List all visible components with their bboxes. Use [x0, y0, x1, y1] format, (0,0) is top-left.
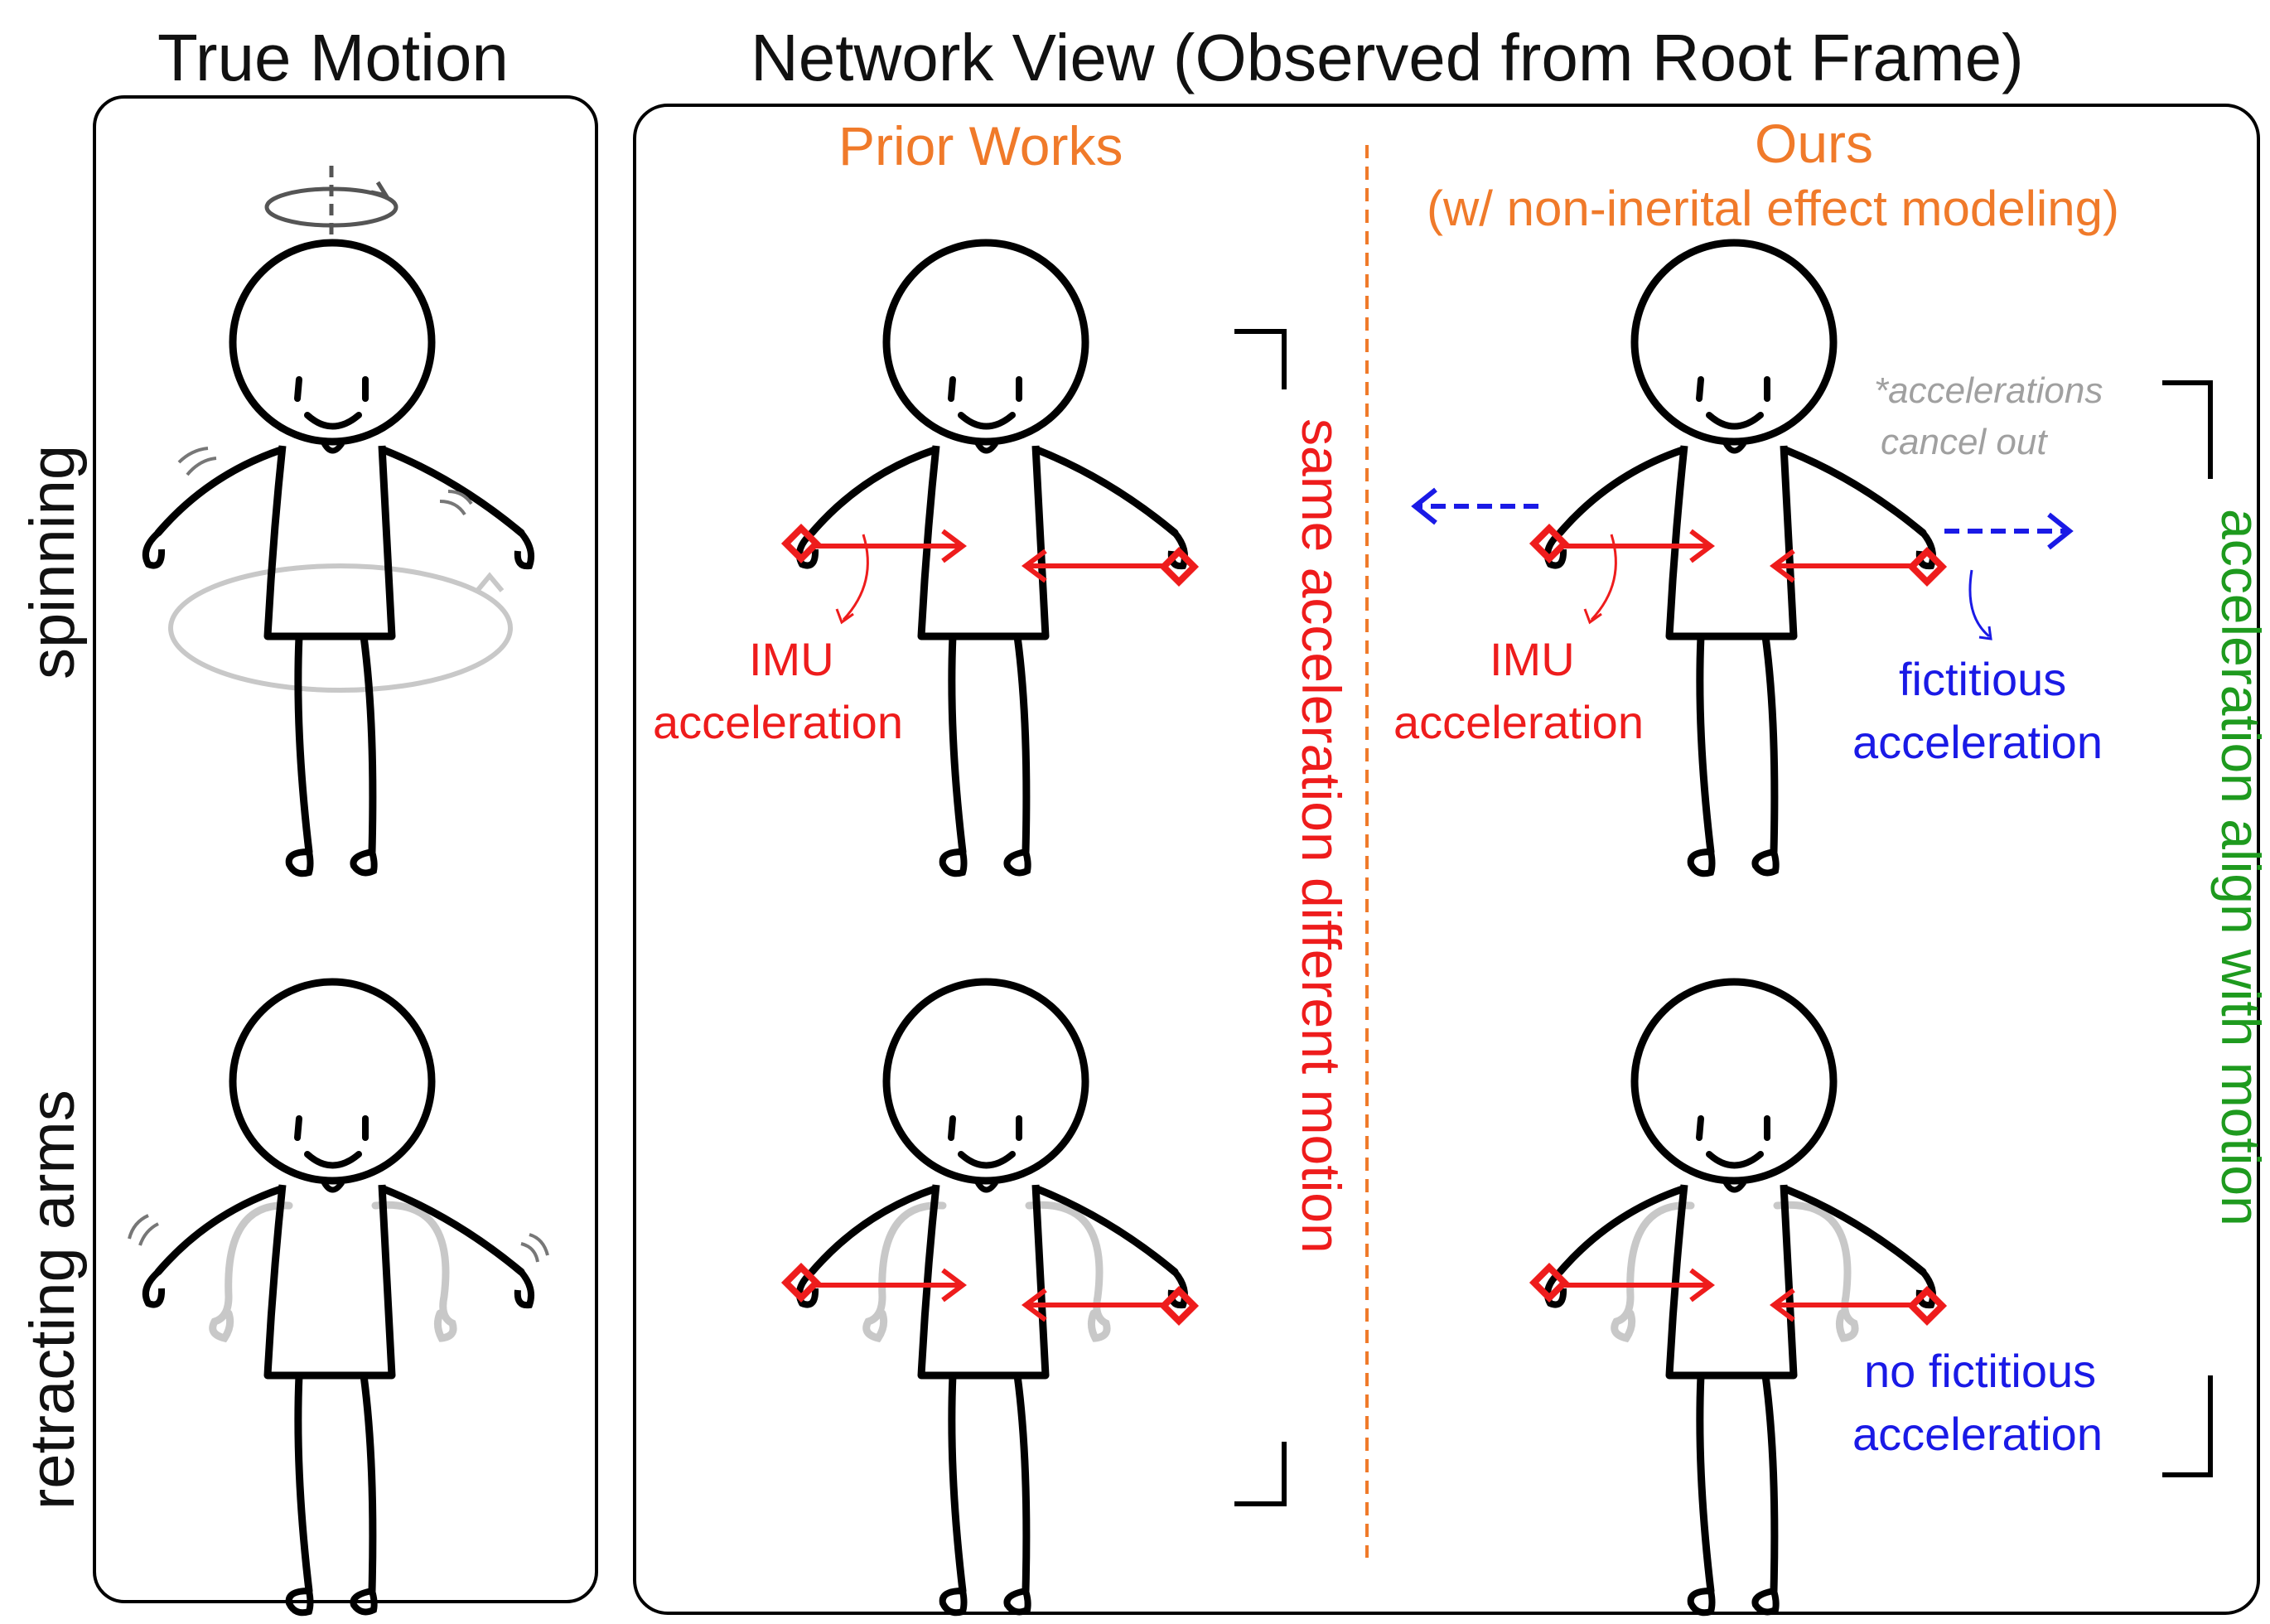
cancel-note-2: cancel out	[1881, 422, 2047, 462]
cancel-note-1: *accelerations	[1874, 370, 2103, 411]
no-fictitious-label-1: no fictitious	[1864, 1345, 2097, 1397]
fictitious-label-2: acceleration	[1852, 716, 2103, 768]
ours-bracket	[2162, 380, 2213, 479]
align-motion-label: acceleration align with motion	[2210, 509, 2270, 1226]
imu-label-ours-1: IMU	[1490, 633, 1575, 685]
figure-true-retracting	[128, 982, 549, 1612]
ours-title: Ours	[1755, 113, 1874, 174]
ours-subtitle: (w/ non-inerital effect modeling)	[1427, 181, 2119, 236]
figure-prior-retracting	[786, 982, 1195, 1612]
figure-ours-retracting	[1534, 982, 1943, 1612]
imu-label-prior-2: acceleration	[653, 696, 903, 748]
true-motion-panel	[93, 95, 598, 1603]
network-view-panel	[633, 104, 2260, 1615]
figure-prior-spinning	[786, 243, 1195, 873]
prior-bracket-bottom	[1234, 1442, 1287, 1506]
figure-true-spinning	[146, 243, 531, 873]
prior-bracket	[1234, 329, 1287, 389]
row-label-spinning: spinning	[17, 444, 88, 679]
ours-bracket-bottom	[2162, 1375, 2213, 1477]
row-label-retracting: retracting arms	[17, 1090, 88, 1510]
network-view-title: Network View (Observed from Root Frame)	[751, 21, 2024, 94]
true-motion-title: True Motion	[157, 21, 509, 94]
imu-label-ours-2: acceleration	[1393, 696, 1644, 748]
fictitious-label-1: fictitious	[1899, 653, 2067, 705]
figure-ours-spinning	[1411, 243, 2074, 873]
no-fictitious-label-2: acceleration	[1852, 1408, 2103, 1460]
imu-label-prior-1: IMU	[749, 633, 834, 685]
spin-rotation-icon	[264, 166, 398, 240]
prior-works-title: Prior Works	[838, 115, 1123, 176]
same-acceleration-label: same acceleration different motion	[1291, 418, 1352, 1254]
